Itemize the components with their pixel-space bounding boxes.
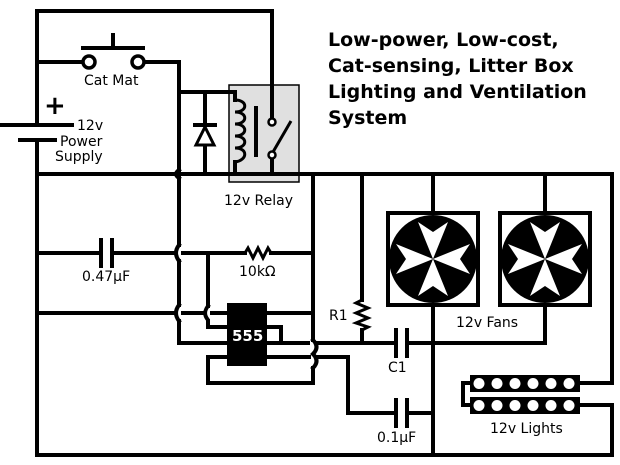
fan-1: [386, 211, 480, 307]
fan-blades-icon: [396, 222, 470, 296]
capacitor-c1-label: C1: [388, 360, 407, 376]
resistor-10k: 10kΩ: [239, 244, 276, 280]
relay: 12v Relay: [224, 98, 293, 209]
resistor-r1: R1: [329, 298, 372, 332]
title-line-1: Low-power, Low-cost,: [328, 29, 559, 51]
diagram-title: Low-power, Low-cost, Cat-sensing, Litter…: [328, 29, 587, 129]
plus-icon: +: [44, 91, 66, 121]
capacitor-047uf-label: 0.47µF: [82, 269, 130, 285]
timer-555-label: 555: [232, 327, 263, 345]
cat-mat-label: Cat Mat: [84, 73, 139, 89]
relay-label: 12v Relay: [224, 193, 293, 209]
light-strip-2: [470, 397, 580, 414]
capacitor-01uf-label: 0.1µF: [377, 430, 416, 446]
title-line-3: Lighting and Ventilation: [328, 81, 587, 103]
timer-555-chip: 555: [227, 303, 267, 366]
capacitor-047uf: 0.47µF: [82, 238, 130, 285]
power-supply-label-3: Supply: [55, 149, 103, 165]
title-line-4: System: [328, 107, 407, 129]
title-line-2: Cat-sensing, Litter Box: [328, 55, 574, 77]
flyback-diode: [193, 123, 217, 147]
fan-blades-icon: [508, 222, 582, 296]
resistor-r1-label: R1: [329, 308, 348, 324]
power-supply-label-1: 12v: [77, 118, 103, 134]
capacitor-c1: C1: [388, 328, 409, 376]
wires: [35, 9, 614, 457]
light-strip-1: [470, 375, 580, 392]
fan-2: [498, 211, 592, 307]
power-supply-label-2: Power: [60, 134, 103, 150]
cat-mat-switch: Cat Mat: [81, 33, 146, 89]
power-supply: + 12v Power Supply: [0, 91, 103, 165]
resistor-10k-label: 10kΩ: [239, 264, 276, 280]
lights-label: 12v Lights: [490, 421, 563, 437]
capacitor-01uf: 0.1µF: [377, 398, 416, 446]
relay-coil-icon: [234, 98, 247, 164]
fans-label: 12v Fans: [456, 315, 518, 331]
